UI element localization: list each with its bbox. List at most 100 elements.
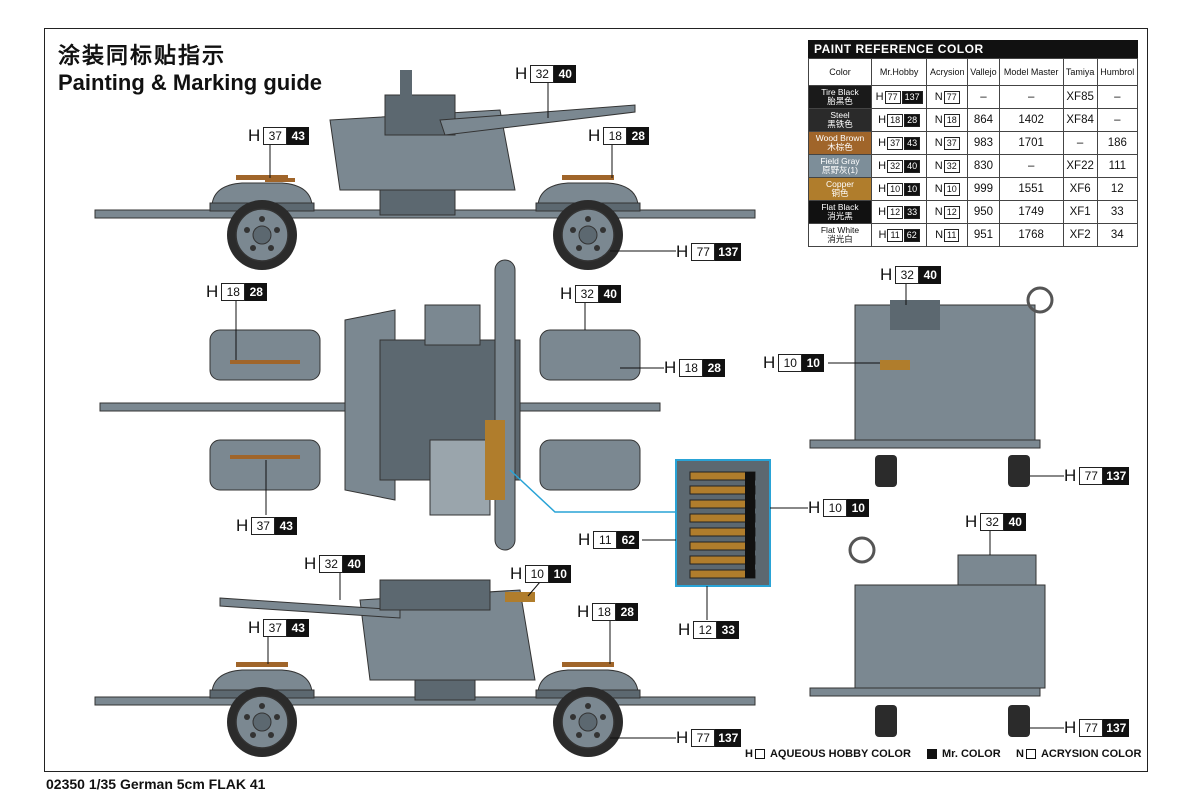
column-header: Vallejo xyxy=(967,58,1000,86)
vallejo-cell: 999 xyxy=(967,177,1000,201)
code-box: 32 xyxy=(887,159,904,173)
tamiya-cell: XF85 xyxy=(1062,85,1098,109)
code-box: 11 xyxy=(944,228,960,242)
side-view-top xyxy=(94,70,756,270)
color-name-en: Flat White xyxy=(820,225,860,235)
top-view xyxy=(99,259,661,551)
code-box: 32 xyxy=(943,159,960,173)
callout-h-letter: H xyxy=(248,126,261,145)
humbrol-cell: 33 xyxy=(1096,200,1139,224)
color-name-cn: 胎黑色 xyxy=(827,96,853,106)
callout-mr-color-code: 137 xyxy=(1103,467,1130,485)
humbrol-cell: 12 xyxy=(1096,177,1139,201)
callout-aqueous-code: 32 xyxy=(895,266,920,284)
color-name-en: Wood Brown xyxy=(815,133,865,143)
code-box: 10 xyxy=(904,182,921,196)
callout-mr-color-code: 137 xyxy=(715,243,742,261)
tamiya-cell: XF22 xyxy=(1062,154,1098,178)
color-name-en: Copper xyxy=(826,179,854,189)
legend-mr-color: Mr. COLOR xyxy=(925,748,1001,760)
code-box: 10 xyxy=(887,182,904,196)
ammo-inset xyxy=(509,459,771,587)
callout-aqueous-code: 32 xyxy=(980,513,1005,531)
side-view-bottom xyxy=(94,579,756,757)
color-name-en: Tire Black xyxy=(821,87,859,97)
callout-mr-color-code: 40 xyxy=(599,285,622,303)
code-box: 12 xyxy=(887,205,904,219)
callout-aqueous-code: 37 xyxy=(263,619,288,637)
callout-aqueous-code: 10 xyxy=(525,565,550,583)
callout-h-letter: H xyxy=(248,618,261,637)
legend-acrysion-label: ACRYSION COLOR xyxy=(1040,748,1142,760)
callout-h-letter: H xyxy=(676,728,689,747)
code-box: 40 xyxy=(904,159,921,173)
callout-h-letter: H xyxy=(965,512,978,531)
tamiya-cell: XF6 xyxy=(1062,177,1098,201)
callout-h-letter: H xyxy=(1064,466,1077,485)
legend-aqueous-label: AQUEOUS HOBBY COLOR xyxy=(769,748,911,760)
callout-aqueous-code: 11 xyxy=(593,531,618,549)
callout-aqueous-code: 18 xyxy=(603,127,628,145)
callout-aqueous-code: 77 xyxy=(1079,719,1104,737)
callout-mr-color-code: 28 xyxy=(627,127,650,145)
callout-h-letter: H xyxy=(880,265,893,284)
callout-mr-color-code: 40 xyxy=(343,555,366,573)
code-box: 137 xyxy=(901,90,923,104)
callout-mr-color-code: 10 xyxy=(549,565,572,583)
title-english: Painting & Marking guide xyxy=(58,70,323,95)
color-name-cn: 铜色 xyxy=(831,188,849,198)
callout-h-letter: H xyxy=(664,358,677,377)
color-name-cn: 原野灰(1) xyxy=(822,165,858,175)
callout-h-letter: H xyxy=(578,530,591,549)
code-box: 18 xyxy=(943,113,960,127)
callout-h-letter: H xyxy=(236,516,249,535)
callout-h-letter: H xyxy=(1064,718,1077,737)
model-master-cell: 1768 xyxy=(998,223,1064,247)
callout-mr-color-code: 10 xyxy=(802,354,825,372)
code-box: 10 xyxy=(943,182,960,196)
code-box: 77 xyxy=(884,90,901,104)
callout-h-letter: H xyxy=(206,282,219,301)
humbrol-cell: 34 xyxy=(1096,223,1139,247)
callout-aqueous-code: 77 xyxy=(691,729,716,747)
footer-product-code: 02350 1/35 German 5cm FLAK 41 xyxy=(46,776,266,792)
callout-mr-color-code: 28 xyxy=(245,283,268,301)
rear-view xyxy=(809,536,1046,737)
callout-mr-color-code: 33 xyxy=(717,621,740,639)
callout-h-letter: H xyxy=(304,554,317,573)
humbrol-cell: 186 xyxy=(1096,131,1139,155)
callout-mr-color-code: 43 xyxy=(275,517,298,535)
vallejo-cell: 830 xyxy=(967,154,1000,178)
callout-aqueous-code: 18 xyxy=(221,283,246,301)
color-name-cn: 黑铁色 xyxy=(827,119,853,129)
callout-h-letter: H xyxy=(577,602,590,621)
callout-aqueous-code: 10 xyxy=(778,354,803,372)
callout-mr-color-code: 40 xyxy=(554,65,577,83)
callout-h-letter: H xyxy=(763,353,776,372)
